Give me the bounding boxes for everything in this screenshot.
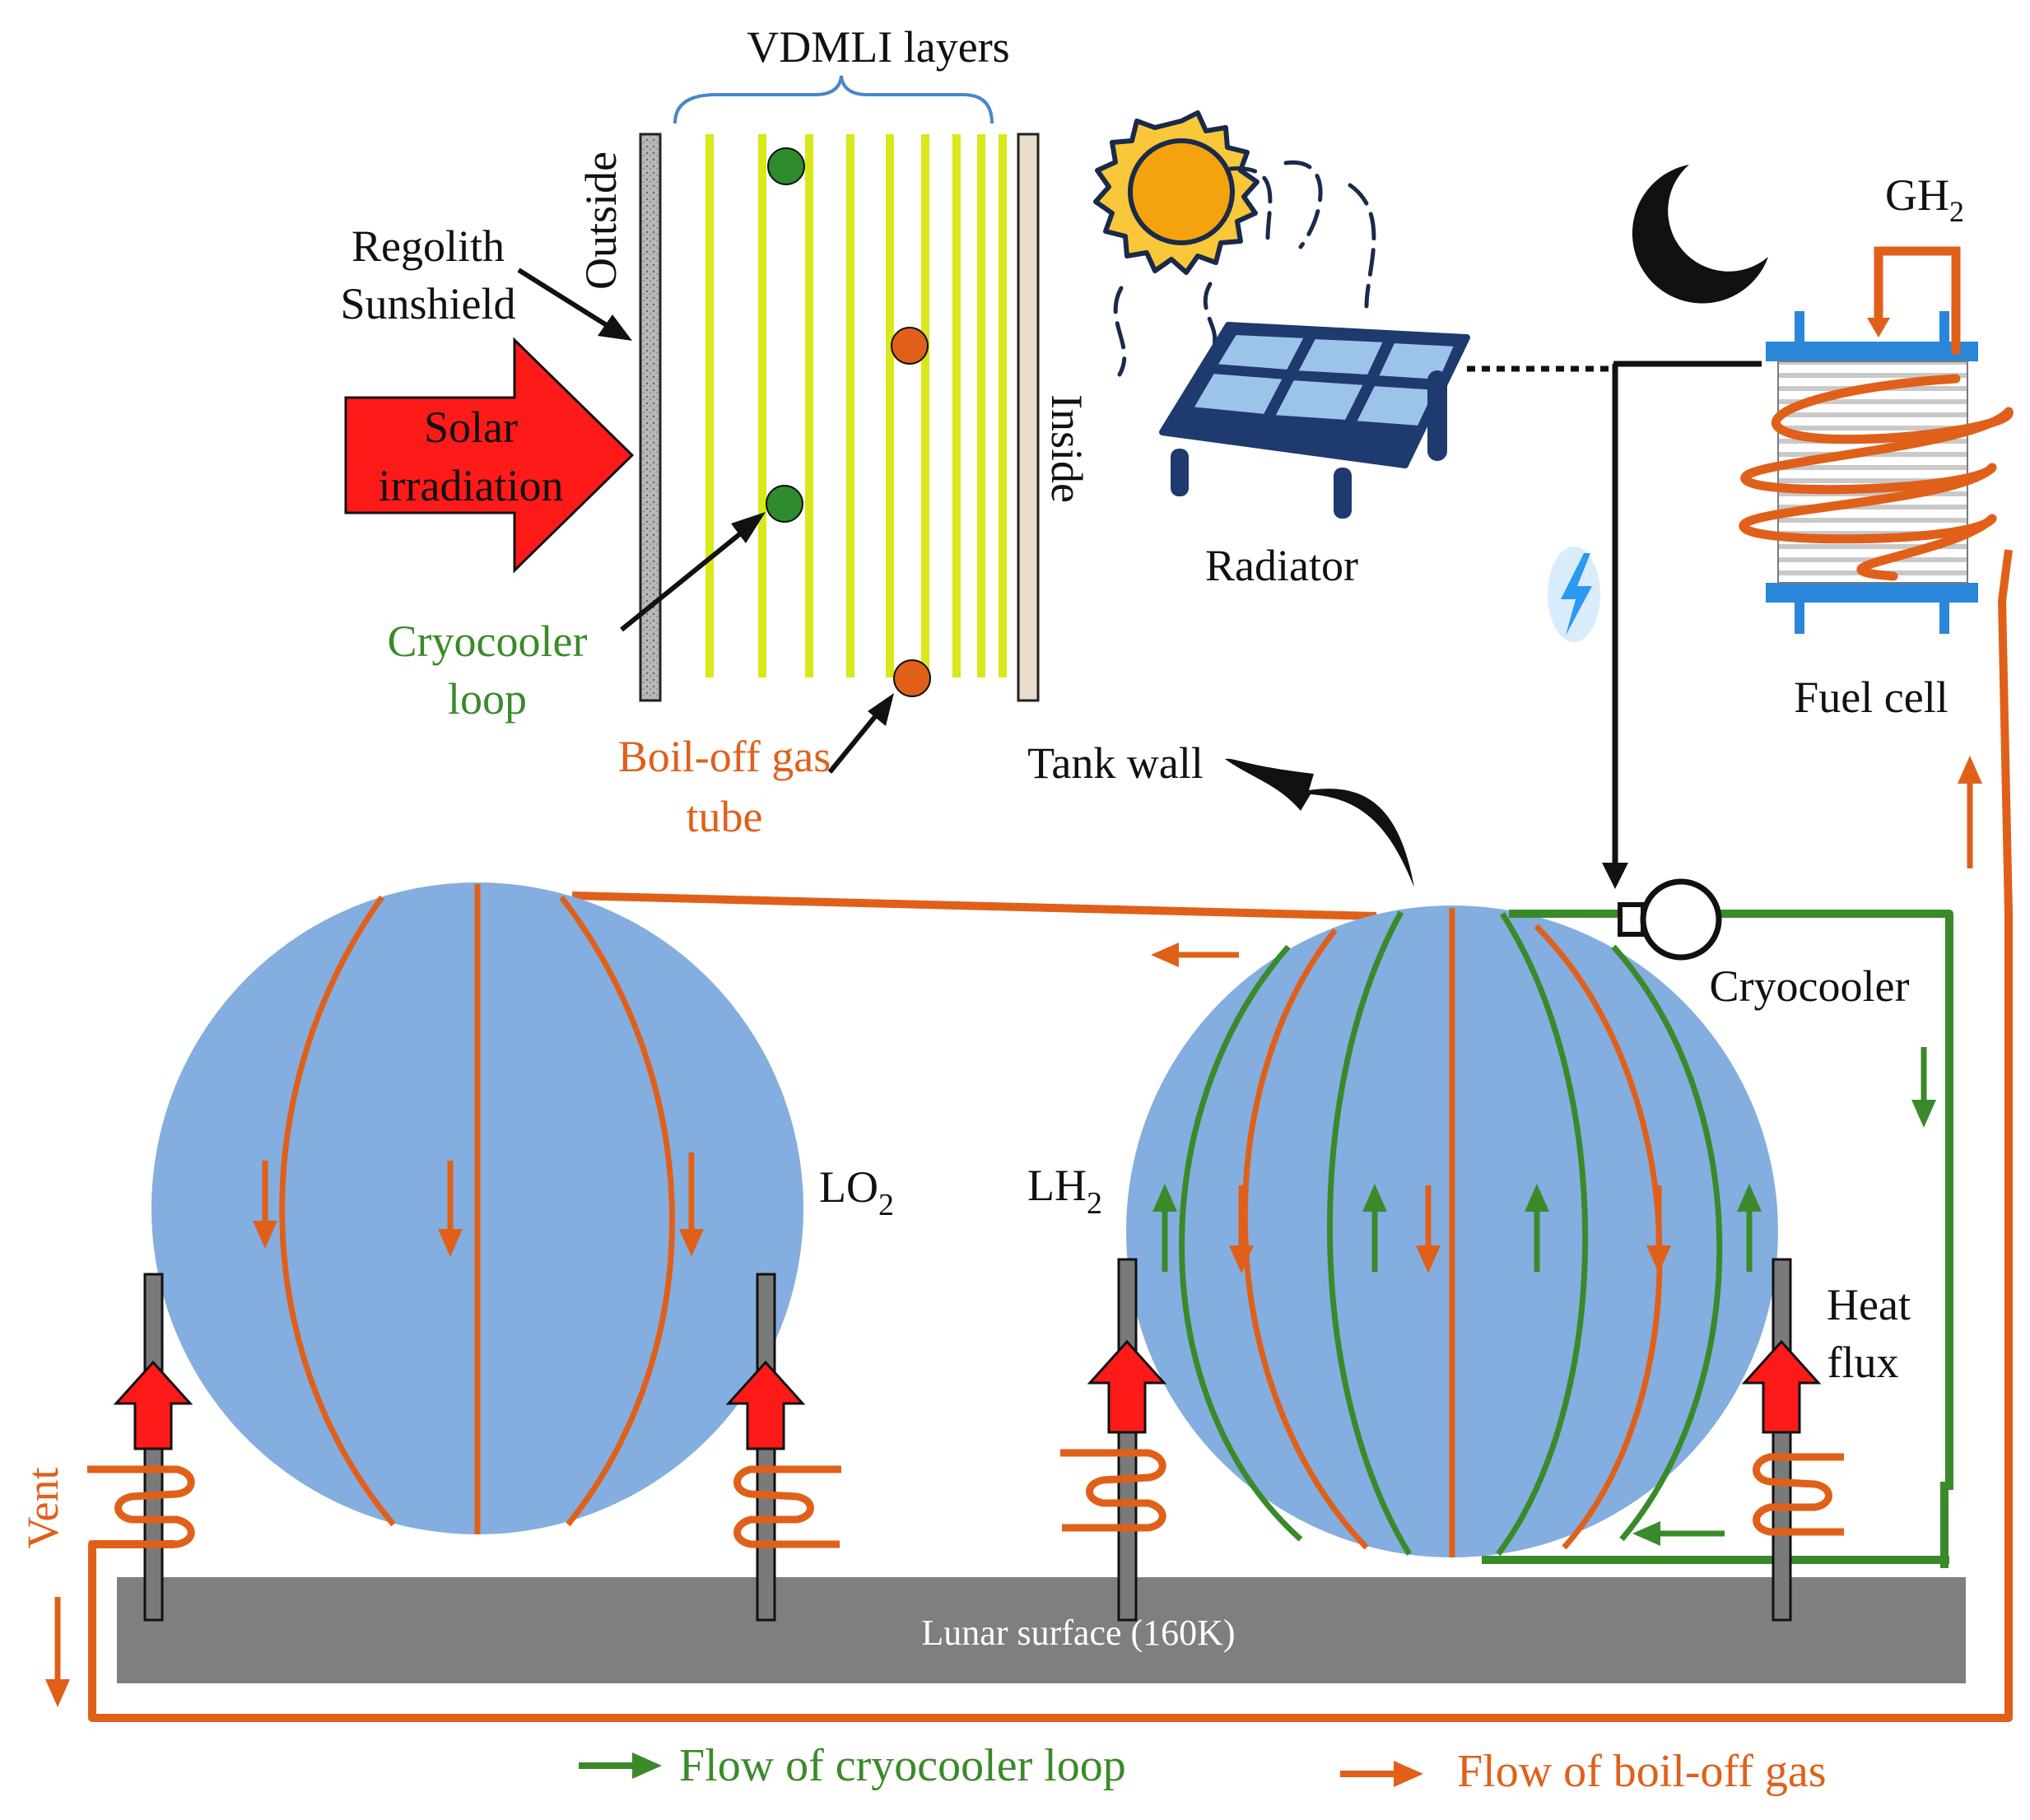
boiloff-tube-dot-top [891, 327, 929, 365]
inside-label: Inside [1042, 394, 1092, 503]
gh2-label: GH2 [1885, 170, 1964, 228]
tank-inner-wall [1017, 133, 1040, 702]
legend: Flow of cryocooler loop Flow of boil-off… [579, 1740, 1827, 1797]
electric-wiring [1467, 361, 1762, 889]
heat-flux-label-line2: flux [1827, 1338, 1899, 1387]
regolith-pointer-arrow [517, 268, 632, 341]
cryocooler-label: Cryocooler [1710, 961, 1910, 1011]
cryocooler-loop-pointer-arrow [620, 512, 766, 632]
cryocooler-loop-dot-top [767, 147, 805, 185]
vdmli-brace [673, 75, 994, 124]
cryocooler-icon [1618, 878, 1722, 961]
support-strut-4 [1741, 1258, 1844, 1622]
vent-flow-arrow [45, 1597, 70, 1707]
lh2-boiloff-down-arrows [1229, 1185, 1671, 1273]
solar-irradiation-arrow [344, 337, 635, 574]
vdmli-layer-lines [705, 134, 1007, 677]
boiloff-tube-label-line1: Boil-off gas [618, 732, 831, 781]
heat-flux-label-line1: Heat [1827, 1280, 1911, 1329]
support-strut-1 [87, 1273, 195, 1622]
solar-label-line1: Solar [424, 403, 518, 452]
vdmli-inset: VDMLI layers Outside Inside Regolith Sun… [340, 22, 1092, 841]
legend-cryocooler-label: Flow of cryocooler loop [679, 1740, 1126, 1791]
lightning-icon [1548, 547, 1600, 642]
support-strut-3 [1060, 1258, 1167, 1622]
cryocooler-loop-label-line1: Cryocooler [388, 617, 588, 666]
cryocooler-flow-marker-right [1911, 1047, 1936, 1128]
moon-icon [1632, 165, 1768, 304]
boiloff-tube-label-line2: tube [687, 792, 763, 841]
cryocooler-loop-label-line2: loop [448, 674, 527, 724]
lo2-boiloff-down-arrows [253, 1152, 704, 1257]
regolith-label-line1: Regolith [352, 221, 505, 271]
outside-label: Outside [576, 151, 626, 290]
fuel-cell-label: Fuel cell [1794, 673, 1948, 722]
fuel-cell-icon [1766, 311, 1978, 634]
boiloff-tube-pointer-arrow [827, 693, 894, 774]
support-strut-2 [725, 1273, 841, 1622]
gh2-inflow-arrow [1867, 318, 1890, 337]
cryocooler-loop-dot-bottom [766, 485, 803, 523]
tank-wall-label: Tank wall [1027, 738, 1204, 788]
boiloff-flow-marker-right [1958, 756, 1982, 868]
cryocooler-flow-marker-bottom [1632, 1521, 1725, 1546]
tank-wall-curved-arrow [1225, 758, 1414, 887]
lh2-label: LH2 [1027, 1161, 1102, 1221]
support-struts [87, 1258, 1844, 1622]
legend-boiloff-label: Flow of boil-off gas [1457, 1746, 1827, 1797]
legend-cryocooler-arrow [579, 1753, 662, 1779]
lh2-cryocooler-up-arrows [1152, 1184, 1762, 1272]
vdmli-layers-label: VDMLI layers [747, 22, 1009, 72]
boiloff-flow-marker-top [1151, 943, 1239, 967]
solar-panel-icon [1159, 322, 1470, 519]
sun-icon [1093, 110, 1259, 275]
fuel-cell-hydrogen-coil [1739, 246, 2014, 581]
regolith-sunshield-wall [639, 133, 662, 702]
lh2-tank [1126, 905, 1778, 1557]
lo2-label: LO2 [819, 1162, 894, 1222]
solar-label-line2: irradiation [379, 461, 564, 510]
regolith-label-line2: Sunshield [340, 279, 515, 328]
radiator-label: Radiator [1205, 541, 1358, 590]
boiloff-tube-dot-bottom [893, 659, 931, 697]
vent-label: Vent [18, 1468, 68, 1549]
heat-wave-lines [1113, 160, 1376, 377]
lo2-tank [151, 882, 803, 1534]
lunar-surface [117, 1577, 1966, 1683]
lunar-surface-label: Lunar surface (160K) [921, 1613, 1235, 1653]
legend-boiloff-arrow [1340, 1761, 1423, 1787]
